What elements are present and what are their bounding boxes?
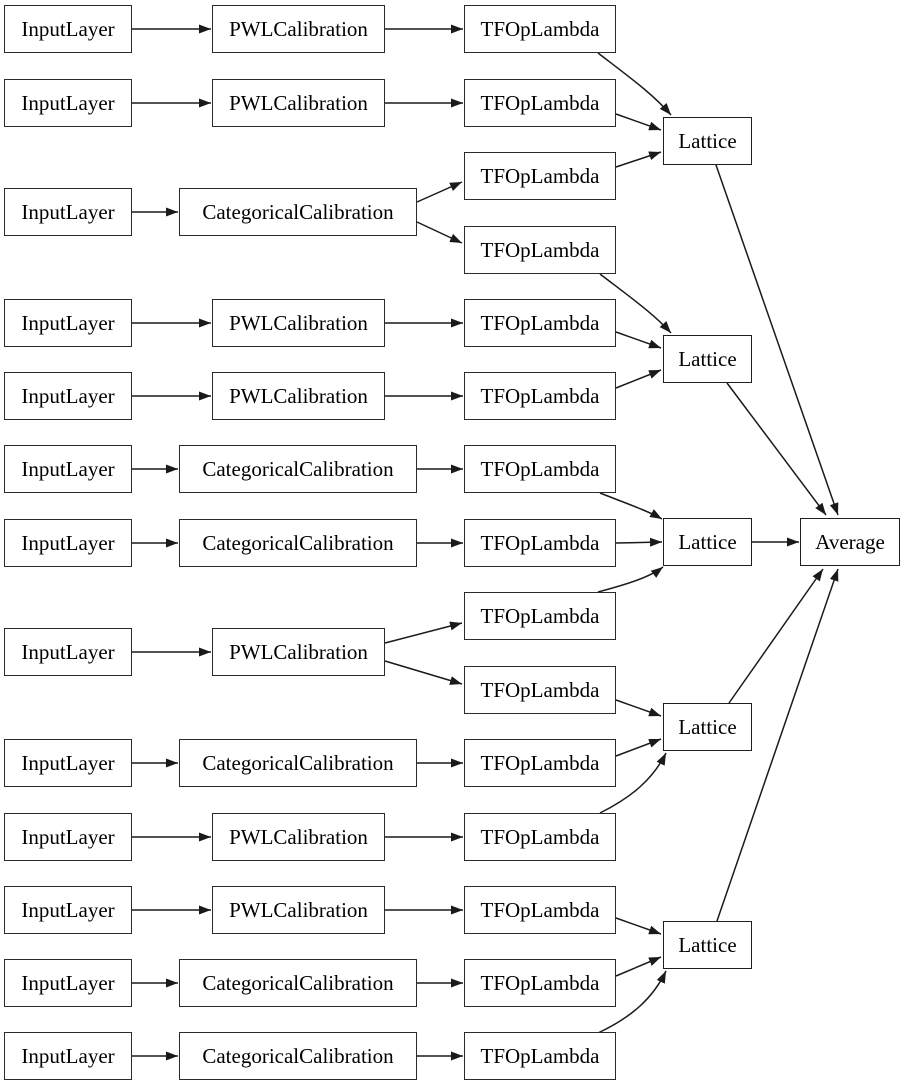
node-input-layer: InputLayer [4,959,132,1007]
node-lattice: Lattice [663,117,752,165]
node-categorical-calibration: CategoricalCalibration [179,519,417,567]
node-categorical-calibration: CategoricalCalibration [179,1032,417,1080]
edge-tf2-lat1 [615,113,662,131]
node-average: Average [800,518,900,566]
node-tfop-lambda: TFOpLambda [464,226,616,274]
node-categorical-calibration: CategoricalCalibration [179,445,417,493]
node-pwlcalibration: PWLCalibration [212,299,385,347]
node-tfop-lambda: TFOpLambda [464,886,616,934]
node-input-layer: InputLayer [4,739,132,787]
node-categorical-calibration: CategoricalCalibration [179,188,417,236]
edge-cal3-tf3 [416,181,463,203]
node-input-layer: InputLayer [4,445,132,493]
edge-tf6-lat2 [615,369,662,389]
edge-tf5-lat2 [615,331,662,349]
edge-tf15-lat5 [597,970,667,1034]
edge-lat4-avg [728,568,824,704]
node-tfop-lambda: TFOpLambda [464,666,616,714]
node-pwlcalibration: PWLCalibration [212,886,385,934]
edge-tf13-lat5 [615,917,662,935]
node-tfop-lambda: TFOpLambda [464,1032,616,1080]
node-tfop-lambda: TFOpLambda [464,5,616,53]
node-pwlcalibration: PWLCalibration [212,79,385,127]
node-tfop-lambda: TFOpLambda [464,445,616,493]
edge-cal8-tf10 [384,660,463,685]
edge-tf10-lat4 [615,699,662,717]
edge-tf4-lat2 [599,273,672,334]
node-categorical-calibration: CategoricalCalibration [179,959,417,1007]
node-input-layer: InputLayer [4,188,132,236]
node-pwlcalibration: PWLCalibration [212,372,385,420]
node-tfop-lambda: TFOpLambda [464,299,616,347]
node-tfop-lambda: TFOpLambda [464,519,616,567]
node-tfop-lambda: TFOpLambda [464,592,616,640]
node-tfop-lambda: TFOpLambda [464,739,616,787]
node-pwlcalibration: PWLCalibration [212,5,385,53]
node-input-layer: InputLayer [4,299,132,347]
node-tfop-lambda: TFOpLambda [464,959,616,1007]
node-tfop-lambda: TFOpLambda [464,152,616,200]
node-lattice: Lattice [663,518,752,566]
edge-tf1-lat1 [597,52,672,116]
node-input-layer: InputLayer [4,1032,132,1080]
edge-cal3-tf4 [416,221,463,244]
edge-tf9-lat3 [597,566,664,593]
edge-tf8-lat3 [615,537,663,547]
edge-tf7-lat3 [599,492,663,520]
node-pwlcalibration: PWLCalibration [212,628,385,676]
node-input-layer: InputLayer [4,79,132,127]
edge-tf11-lat4 [615,738,662,757]
node-categorical-calibration: CategoricalCalibration [179,739,417,787]
edge-tf12-lat4 [599,752,667,814]
node-lattice: Lattice [663,921,752,969]
node-input-layer: InputLayer [4,5,132,53]
edge-lat5-avg [716,568,839,922]
node-lattice: Lattice [663,335,752,383]
edge-lat1-avg [715,164,839,516]
node-tfop-lambda: TFOpLambda [464,79,616,127]
node-input-layer: InputLayer [4,372,132,420]
node-pwlcalibration: PWLCalibration [212,813,385,861]
node-input-layer: InputLayer [4,813,132,861]
node-input-layer: InputLayer [4,519,132,567]
node-input-layer: InputLayer [4,886,132,934]
node-tfop-lambda: TFOpLambda [464,813,616,861]
node-tfop-lambda: TFOpLambda [464,372,616,420]
edge-lat2-avg [726,382,827,516]
node-lattice: Lattice [663,703,752,751]
node-input-layer: InputLayer [4,628,132,676]
edge-cal8-tf9 [384,621,463,644]
edge-tf3-lat1 [615,151,662,168]
edge-tf14-lat5 [615,956,662,977]
